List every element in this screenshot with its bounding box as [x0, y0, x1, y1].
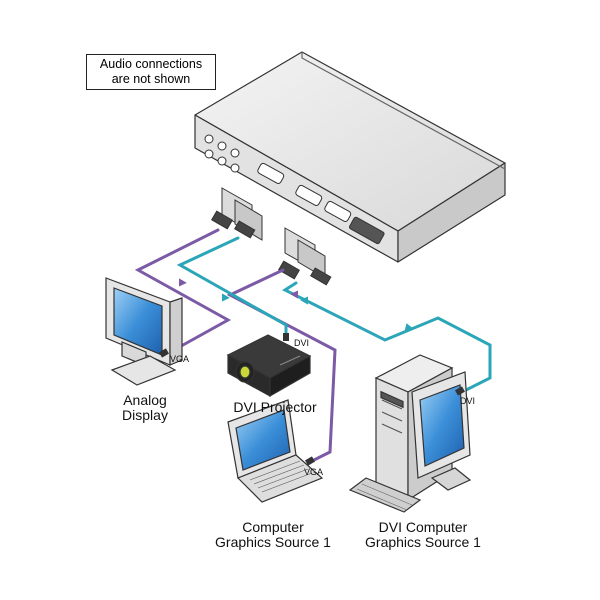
dvi-projector-label: DVI Projector: [233, 399, 317, 415]
laptop-device: [227, 399, 324, 503]
dvi-cables: [176, 236, 492, 394]
analog-display-monitor: [105, 277, 183, 386]
dvi-computer-label-line1: DVI Computer: [378, 519, 468, 535]
dvi-computer-label: DVI Computer Graphics Source 1: [356, 520, 490, 549]
cable-end-blocks: [159, 333, 465, 466]
signal-arrows: [179, 278, 413, 332]
audio-note: Audio connections are not shown: [86, 54, 216, 90]
desktop-computer-device: [348, 354, 472, 513]
vga-laptop-tag: VGA: [304, 467, 324, 477]
dvi-projector-device: [226, 334, 312, 398]
analog-display-label-line2: Display: [122, 406, 168, 423]
analog-display-label: Analog Display: [112, 393, 178, 422]
dvi-computer-label-line2: Graphics Source 1: [365, 533, 481, 550]
analog-display-label-line1: Analog: [123, 392, 167, 408]
connector-plugs: [211, 187, 332, 286]
audio-note-line1: Audio connections: [99, 57, 203, 71]
computer-source-label: Computer Graphics Source 1: [206, 520, 340, 549]
computer-source-label-line2: Graphics Source 1: [215, 533, 331, 550]
computer-source-label-line1: Computer: [242, 519, 304, 535]
vga-display-tag: VGA: [170, 354, 190, 364]
switcher-device: [194, 51, 506, 263]
dvi-computer-tag: DVI: [460, 396, 476, 406]
audio-note-line2: are not shown: [111, 72, 191, 86]
dvi-projector-tag: DVI: [294, 338, 310, 348]
vga-cables: [134, 228, 337, 464]
